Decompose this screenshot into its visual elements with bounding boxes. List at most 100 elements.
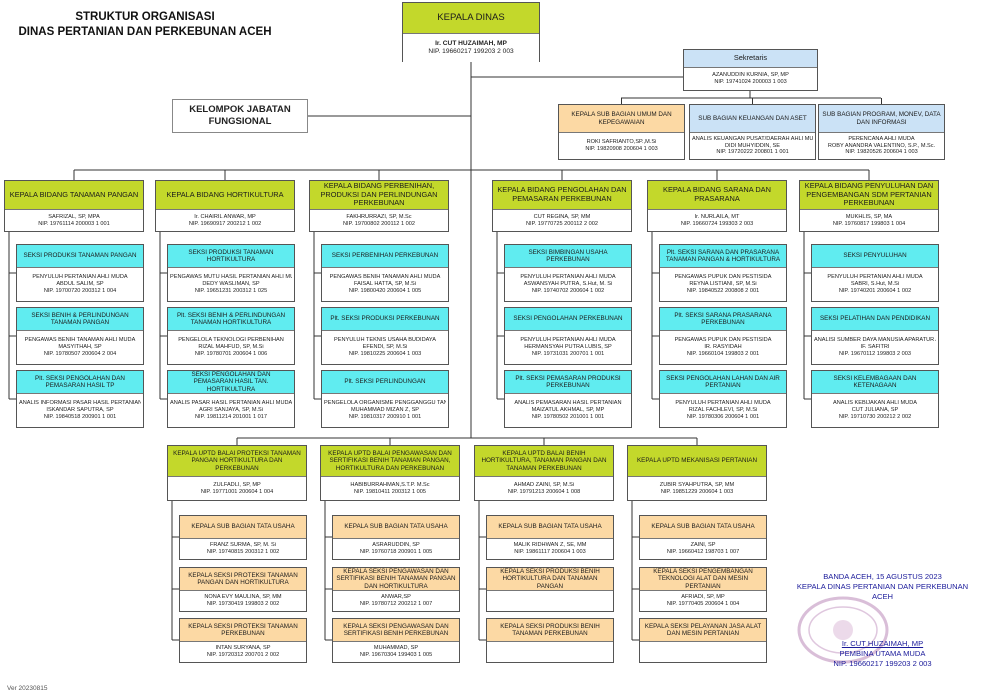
uptd-2-name: HABIBURRAHMAN,S.T.P. M.Sc [350,481,430,488]
seksi-1-3-name: ISKANDAR SAPUTRA, SP [46,407,114,413]
seksi-2-1-nip: NIP. 19651231 200312 1 025 [194,287,268,294]
uptd-2-title: KEPALA UPTD BALAI PENGAWASAN DAN SERTIFI… [321,446,459,476]
uptd-unit-4-2-title: KEPALA SEKSI PENGEMBANGAN TEKNOLOGI ALAT… [640,568,766,590]
uptd-unit-1-2: KEPALA SEKSI PROTEKSI TANAMAN PANGAN DAN… [179,567,307,612]
uptd-unit-1-3-name: INTAN SURYANA, SP [215,645,271,652]
seksi-1-3-nip: NIP. 19840518 200901 1 001 [43,413,117,420]
kepala-dinas-nip: NIP. 19660217 199203 2 003 [428,48,514,55]
seksi-1-2-title: SEKSI BENIH & PERLINDUNGAN TANAMAN PANGA… [17,308,143,330]
seksi-4-1-name: ASWANSYAH PUTRA, S.Hut, M. Si [523,281,613,287]
seksi-4-3: Plt. SEKSI PEMASARAN PRODUKSI PERKEBUNAN… [504,370,632,428]
seksi-1-2-role: PENGAWAS BENIH TANAMAN AHLI MUDA [24,337,136,344]
seksi-2-3-role: ANALIS PASAR HASIL PERTANIAN AHLI MUDA [170,400,292,407]
uptd-1-title: KEPALA UPTD BALAI PROTEKSI TANAMAN PANGA… [168,446,306,476]
uptd-3-name: AHMAD ZAINI, SP, M.Si [513,481,575,488]
seksi-4-2-name: HERMANSYAH PUTRA LUBIS, SP [524,344,612,350]
signature-nip: NIP. 19660217 199203 2 003 [833,659,932,668]
signature-block: BANDA ACEH, 15 AGUSTUS 2023 KEPALA DINAS… [775,572,990,669]
seksi-5-3-title: SEKSI PENGOLAHAN LAHAN DAN AIR PERTANIAN [660,371,786,393]
seksi-5-2-role: PENGAWAS PUPUK DAN PESTISIDA [674,337,772,344]
signature-rank: PEMBINA UTAMA MUDA [839,649,926,658]
seksi-6-1-nip: NIP. 19740201 200604 1 002 [838,287,912,294]
seksi-3-2-title: Plt. SEKSI PRODUKSI PERKEBUNAN [322,308,448,330]
seksi-4-1-nip: NIP. 19740702 200604 1 002 [531,287,605,294]
seksi-6-3-role: ANALIS KEBIJAKAN AHLI MUDA [833,400,917,407]
seksi-4-2-role: PENYULUH PERTANIAN AHLI MUDA [520,337,616,344]
subbag-1-nip: NIP. 19820908 200604 1 003 [585,146,658,152]
uptd-unit-1-2-nip: NIP. 19730419 199803 2 002 [206,601,280,607]
seksi-6-1-title: SEKSI PENYULUHAN [812,245,938,267]
subbag-3-role: PERENCANA AHLI MUDA [848,135,915,142]
seksi-5-2-name: IR. RASYIDAH [704,344,742,350]
uptd-unit-4-1-nip: NIP. 19660412 198703 1 007 [666,549,740,555]
seksi-1-2: SEKSI BENIH & PERLINDUNGAN TANAMAN PANGA… [16,307,144,365]
uptd-unit-4-3-body [640,641,766,662]
chart-title: STRUKTUR ORGANISASI DINAS PERTANIAN DAN … [0,10,290,40]
seksi-4-3-nip: NIP. 19780502 201001 1 001 [531,413,605,420]
bidang-4-nip: NIP. 19770725 200112 2 002 [526,220,598,227]
uptd-unit-2-3-nip: NIP. 19670304 199403 1 005 [359,652,433,658]
seksi-2-3-title: SEKSI PENGOLAHAN DAN PEMASARAN HASIL TAN… [168,371,294,393]
bidang-6-name: MUKHLIS, SP, MA [845,213,893,220]
subbag-3: SUB BAGIAN PROGRAM, MONEV, DATA DAN INFO… [818,104,945,160]
seksi-6-2-name: IF. SAFITRI [860,344,890,350]
seksi-2-3-nip: NIP. 19811214 201001 1 017 [195,413,267,420]
seksi-2-1-title: SEKSI PRODUKSI TANAMAN HORTIKULTURA [168,245,294,267]
seksi-5-1: Plt. SEKSI SARANA DAN PRASARANA TANAMAN … [659,244,787,302]
seksi-2-3-name: AGRI SANJAYA, SP, M.Si [198,407,264,413]
seksi-5-1-nip: NIP. 19840522 200808 2 001 [686,287,760,294]
uptd-unit-2-2-title: KEPALA SEKSI PENGAWASAN DAN SERTIFIKASI … [333,568,459,590]
seksi-3-2-name: EFENDI, SP, M.Si [362,344,408,350]
seksi-1-2-name: MASYITHAH, SP [58,344,102,350]
uptd-unit-4-2-name: AFRIADI, SP, MP [681,594,725,601]
seksi-3-3-nip: NIP. 19810317 200910 1 001 [348,413,422,420]
uptd-unit-4-1-name: ZAINI, SP [690,542,716,549]
bidang-3: KEPALA BIDANG PERBENIHAN, PRODUKSI DAN P… [309,180,449,232]
bidang-2-nip: NIP. 19690917 200212 1 002 [188,220,262,227]
seksi-2-2-role: PENGELOLA TEKNOLOGI PERBENIHAN [178,337,284,344]
seksi-1-1-nip: NIP. 19700720 200312 1 004 [43,287,117,294]
uptd-unit-3-2-body [487,590,613,611]
bidang-4-title: KEPALA BIDANG PENGOLAHAN DAN PEMASARAN P… [493,181,631,209]
bidang-6-nip: NIP. 19760817 199803 1 004 [832,220,906,227]
bidang-2-name: Ir. CHAIRIL ANWAR, MP [194,213,256,220]
bidang-1-title: KEPALA BIDANG TANAMAN PANGAN [5,181,143,209]
seksi-1-2-nip: NIP. 19780507 200604 2 004 [43,350,117,357]
seksi-4-1-title: SEKSI BIMBINGAN USAHA PERKEBUNAN [505,245,631,267]
bidang-4: KEPALA BIDANG PENGOLAHAN DAN PEMASARAN P… [492,180,632,232]
uptd-unit-1-1-nip: NIP. 19740815 200312 1 002 [206,549,280,555]
uptd-unit-3-1-nip: NIP. 19861117 200604 1 003 [514,549,586,555]
bidang-4-name: CUT REGINA, SP, MM [533,213,591,220]
uptd-unit-4-3-title: KEPALA SEKSI PELAYANAN JASA ALAT DAN MES… [640,619,766,641]
chart-title-line2: DINAS PERTANIAN DAN PERKEBUNAN ACEH [18,26,272,38]
seksi-1-3-title: Plt. SEKSI PENGOLAHAN DAN PEMASARAN HASI… [17,371,143,393]
sekretaris-title: Sekretaris [684,50,817,67]
seksi-6-3-name: CUT JULIANA, SP [851,407,899,413]
seksi-3-3-role: PENGELOLA ORGANISME PENGGANGGU TANAMAN (… [324,400,446,407]
